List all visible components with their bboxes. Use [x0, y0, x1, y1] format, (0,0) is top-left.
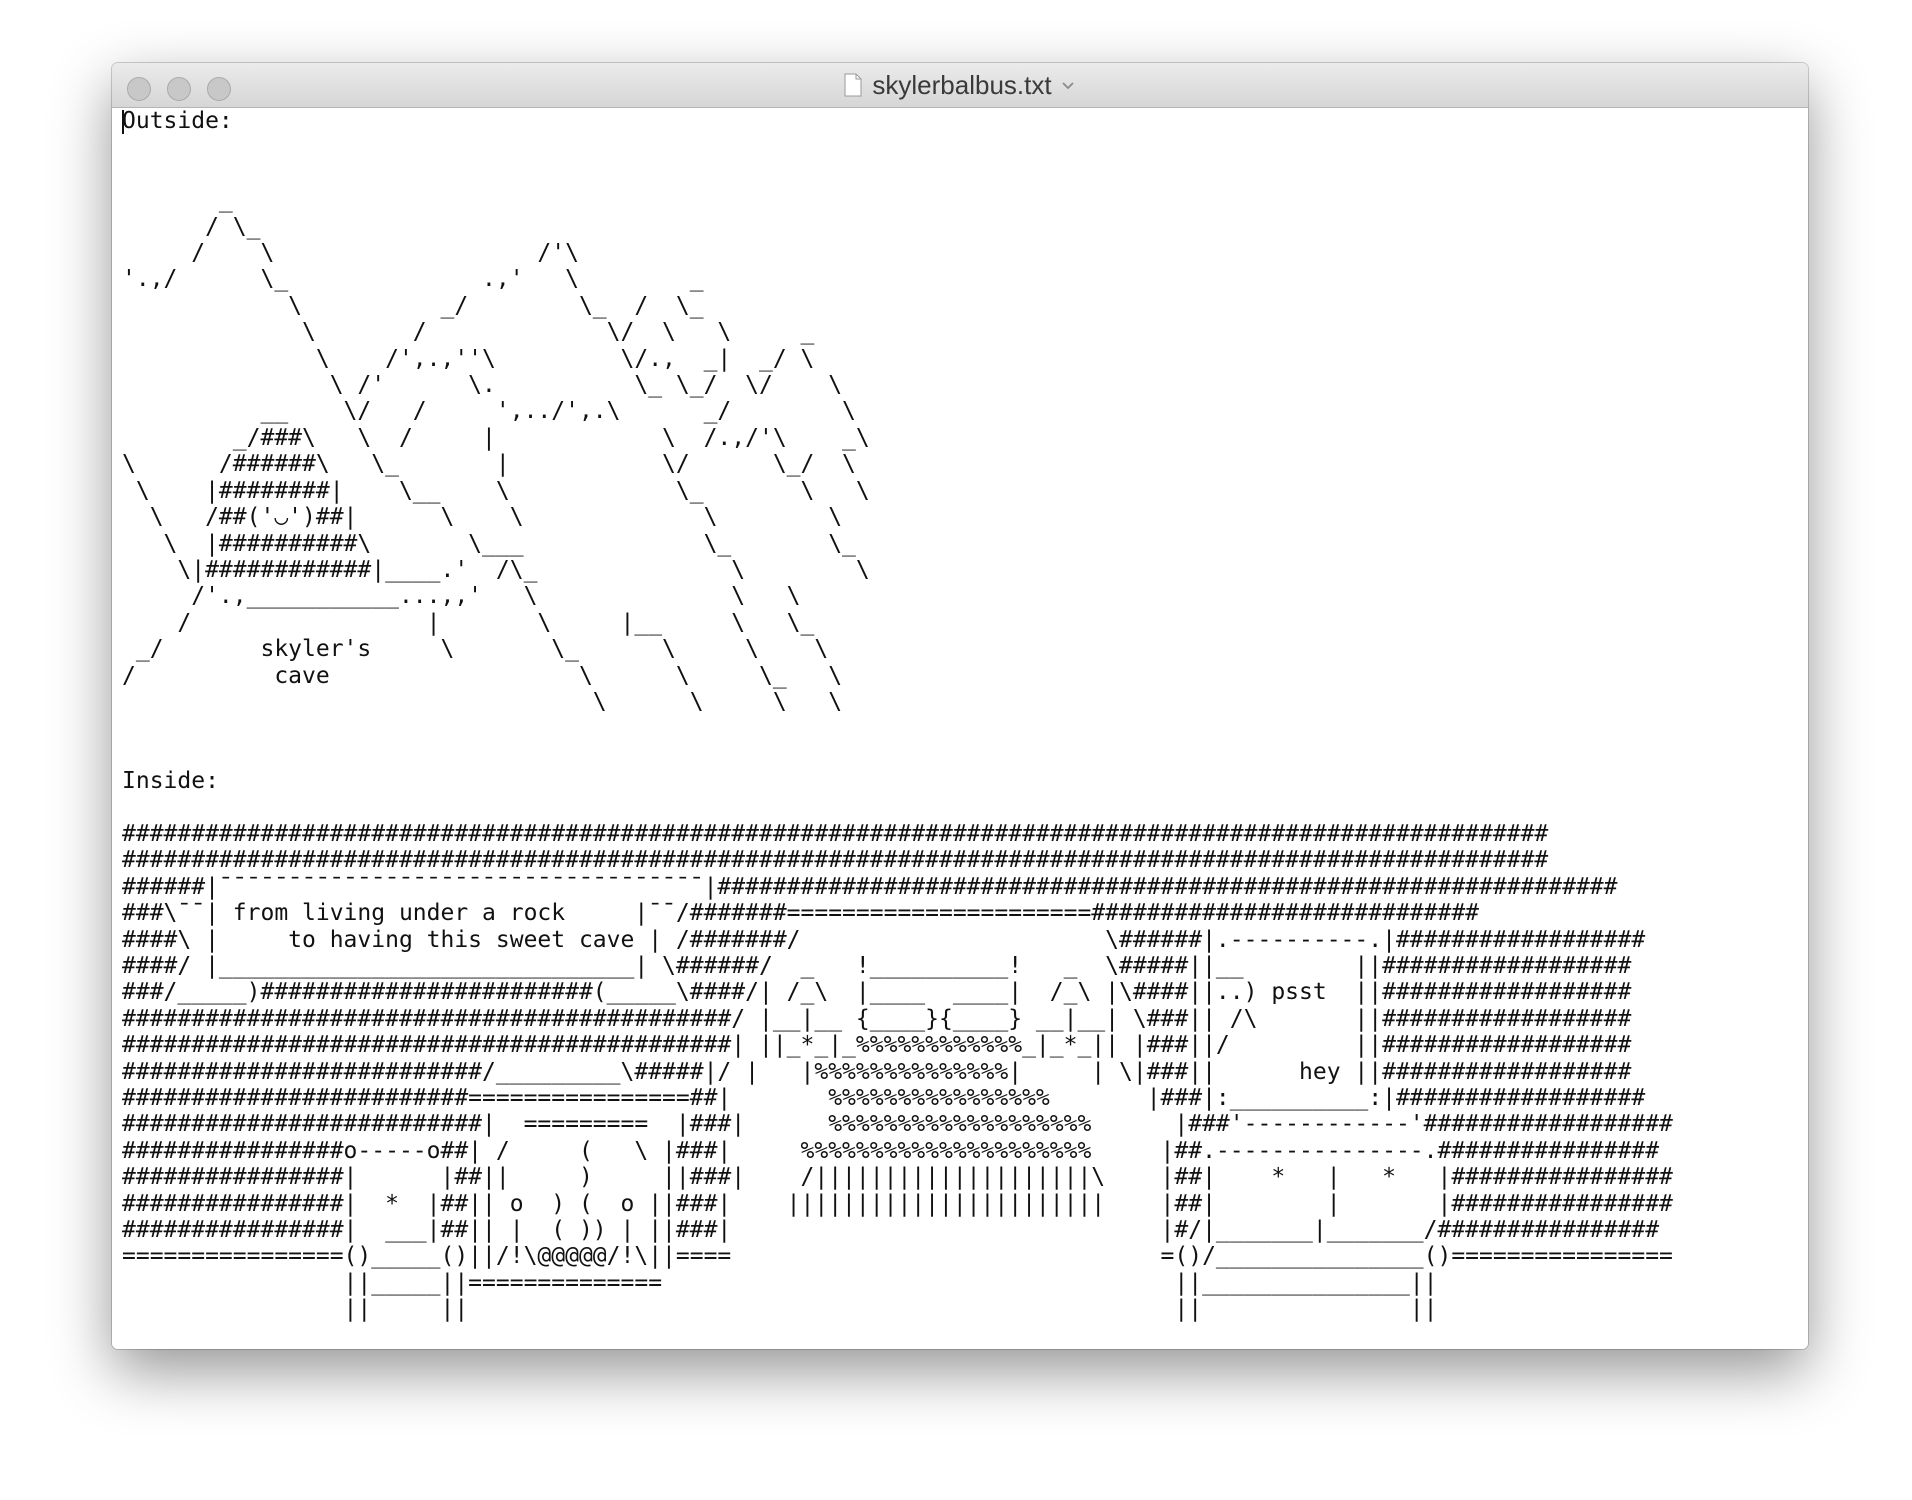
close-button[interactable] — [127, 77, 151, 101]
text-editor-window: skylerbalbus.txt Outside: _ / \_ / \ /'\… — [112, 63, 1808, 1349]
title-bar[interactable]: skylerbalbus.txt — [112, 63, 1808, 108]
chevron-down-icon[interactable] — [1060, 77, 1076, 93]
text-cursor — [122, 110, 124, 134]
document-icon — [844, 73, 862, 97]
minimize-button[interactable] — [167, 77, 191, 101]
window-title-area[interactable]: skylerbalbus.txt — [112, 63, 1808, 107]
window-title: skylerbalbus.txt — [872, 69, 1052, 100]
document-text[interactable]: Outside: _ / \_ / \ /'\ '.,/ \_ .,' \ _ … — [122, 108, 1673, 1323]
document-content-area[interactable]: Outside: _ / \_ / \ /'\ '.,/ \_ .,' \ _ … — [112, 108, 1808, 1349]
zoom-button[interactable] — [207, 77, 231, 101]
